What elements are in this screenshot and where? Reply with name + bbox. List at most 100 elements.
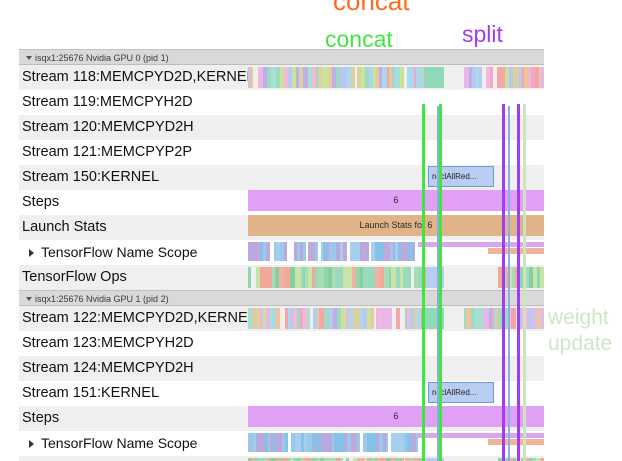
row-label[interactable]: TensorFlow Ops [19,456,248,461]
nccl-allreduce-block[interactable]: ncclAllRed... [428,382,494,403]
label-column-mask [19,240,248,265]
row-label-text: Stream 121:MEMCPYP2P [22,144,193,160]
row-label[interactable]: Launch Stats [19,215,248,240]
row-label-text: Stream 120:MEMCPYD2H [22,119,194,135]
label-column-mask [19,165,248,190]
timeline-row[interactable]: Launch Stats for 6 Launch Stats [19,215,544,240]
label-column-mask [19,265,248,290]
timeline-solid-bar[interactable] [248,215,544,236]
timeline-track[interactable] [248,456,544,461]
row-label-text: Stream 151:KERNEL [22,385,160,401]
timeline-track[interactable]: Launch Stats for 6 [248,215,544,240]
label-column-mask [19,65,248,90]
timeline-row[interactable]: Stream 121:MEMCPYP2P [19,140,544,165]
chevron-right-icon[interactable] [29,440,34,448]
row-label-text: Launch Stats [22,219,107,235]
timeline-track[interactable] [248,265,544,290]
timeline-row[interactable]: 6 Steps [19,190,544,215]
annotation-split: split [462,21,503,47]
timeline-solid-bar[interactable] [248,406,544,427]
row-label-text: Steps [22,194,60,210]
timeline-track[interactable] [248,65,544,90]
group-header-label: isqx1:25676 Nvidia GPU 1 (pid 2) [35,294,169,304]
row-label-text: Stream 118:MEMCPYD2D,KERNEL,ME [22,69,248,85]
row-label[interactable]: Stream 150:KERNEL [19,165,248,190]
label-column-mask [19,331,248,356]
timeline-track[interactable]: 6 [248,406,544,431]
row-label-text: Stream 122:MEMCPYD2D,KERNEL,MI [22,310,248,326]
chevron-down-icon[interactable] [26,56,32,60]
timeline-track[interactable] [248,306,544,331]
chevron-down-icon[interactable] [26,297,32,301]
label-column-mask [19,456,248,461]
timeline-track[interactable] [248,331,544,356]
row-label[interactable]: Stream 120:MEMCPYD2H [19,115,248,140]
timeline-track[interactable] [248,356,544,381]
row-label-text: Steps [22,410,60,426]
timeline-track[interactable]: ncclAllRed... [248,165,544,190]
label-column-mask [19,356,248,381]
label-column-mask [19,431,248,456]
timeline-row[interactable]: Stream 123:MEMCPYH2D [19,331,544,356]
timeline-track[interactable] [248,90,544,115]
row-label[interactable]: TensorFlow Name Scope [19,240,248,265]
timeline-row[interactable]: Stream 119:MEMCPYH2D [19,90,544,115]
timeline-bar-label: Launch Stats for 6 [359,220,433,230]
annotation-weight-line2: update [548,332,613,355]
annotation-orange-partial: concat [333,0,410,16]
row-label-text: Stream 119:MEMCPYH2D [22,94,193,110]
row-label[interactable]: Stream 151:KERNEL [19,381,248,406]
annotation-weight-line1: weight [548,306,609,329]
timeline-row[interactable]: TensorFlow Name Scope [19,240,544,265]
label-column-mask [19,190,248,215]
timeline-track[interactable]: ncclAllRed... [248,381,544,406]
timeline-bar-label: 6 [393,411,399,421]
timeline-track[interactable] [248,431,544,456]
group-header-gpu-0[interactable]: isqx1:25676 Nvidia GPU 0 (pid 1) [19,49,544,65]
timeline-row[interactable]: Stream 118:MEMCPYD2D,KERNEL,ME [19,65,544,90]
label-column-mask [19,90,248,115]
nccl-allreduce-block[interactable]: ncclAllRed... [428,166,494,187]
label-column-mask [19,115,248,140]
timeline-track[interactable] [248,115,544,140]
row-label[interactable]: Stream 118:MEMCPYD2D,KERNEL,ME [19,65,248,90]
timeline-row[interactable]: TensorFlow Name Scope [19,431,544,456]
timeline-row[interactable]: 6 Steps [19,406,544,431]
label-column-mask [19,381,248,406]
row-label-text: TensorFlow Name Scope [41,435,198,451]
timeline-track[interactable]: 6 [248,190,544,215]
row-label-text: Stream 150:KERNEL [22,169,160,185]
label-column-mask [19,306,248,331]
label-column-mask [19,406,248,431]
row-label[interactable]: Stream 124:MEMCPYD2H [19,356,248,381]
timeline-row[interactable]: ncclAllRed... Stream 151:KERNEL [19,381,544,406]
row-label-text: Stream 124:MEMCPYD2H [22,360,194,376]
timeline-row[interactable]: Stream 124:MEMCPYD2H [19,356,544,381]
timeline-track[interactable] [248,240,544,265]
group-header-gpu-1[interactable]: isqx1:25676 Nvidia GPU 1 (pid 2) [19,290,544,306]
row-label[interactable]: Stream 122:MEMCPYD2D,KERNEL,MI [19,306,248,331]
label-column-mask [19,215,248,240]
timeline-row[interactable]: TensorFlow Ops [19,265,544,290]
row-label[interactable]: Stream 123:MEMCPYH2D [19,331,248,356]
annotation-concat: concat [325,26,393,52]
timeline-row[interactable]: TensorFlow Ops [19,456,544,461]
row-label[interactable]: Stream 121:MEMCPYP2P [19,140,248,165]
label-column-mask [19,140,248,165]
timeline-row[interactable]: Stream 122:MEMCPYD2D,KERNEL,MI [19,306,544,331]
row-label-text: Stream 123:MEMCPYH2D [22,335,194,351]
timeline-panel[interactable]: isqx1:25676 Nvidia GPU 0 (pid 1) Stream 1… [19,49,544,461]
row-label[interactable]: TensorFlow Ops [19,265,248,290]
timeline-row[interactable]: Stream 120:MEMCPYD2H [19,115,544,140]
row-label[interactable]: Steps [19,406,248,431]
timeline-bar-label: 6 [393,195,399,205]
timeline-solid-bar[interactable] [248,190,544,211]
row-label[interactable]: Steps [19,190,248,215]
timeline-track[interactable] [248,140,544,165]
row-label[interactable]: Stream 119:MEMCPYH2D [19,90,248,115]
timeline-row[interactable]: ncclAllRed... Stream 150:KERNEL [19,165,544,190]
group-header-label: isqx1:25676 Nvidia GPU 0 (pid 1) [35,53,169,63]
chevron-right-icon[interactable] [29,249,34,257]
row-label[interactable]: TensorFlow Name Scope [19,431,248,456]
